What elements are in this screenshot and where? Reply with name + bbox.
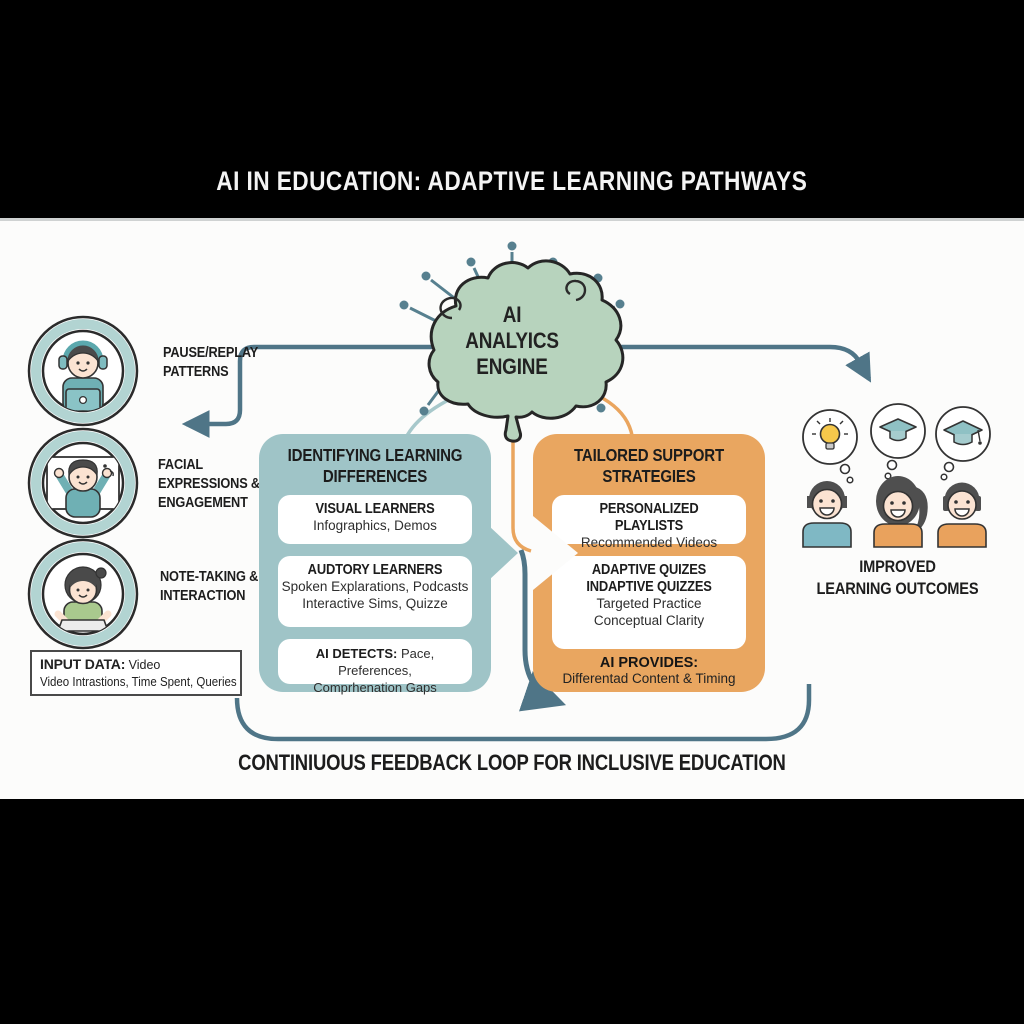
input-label-pause-replay: PAUSE/REPLAY PATTERNS: [163, 345, 258, 380]
page-title: AI IN EDUCATION: ADAPTIVE LEARNING PATHW…: [216, 166, 808, 196]
feedback-loop-caption: CONTINIUOUS FEEDBACK LOOP FOR INCLUSIVE …: [238, 750, 786, 775]
card-ai-detects: AI DETECTS: Pace, Preferences, Comprhena…: [278, 639, 472, 695]
input-label-note-taking: NOTE-TAKING & INTERACTION: [160, 569, 259, 604]
ai-brain-icon: [427, 259, 625, 443]
student-figure: [802, 481, 852, 548]
card-visual-learners: VISUAL LEARNERS Infographics, Demos: [278, 495, 472, 544]
graduation-cap-icon: [935, 406, 991, 481]
input-data-detail: Video Intrastions, Time Spent, Queries: [40, 675, 237, 689]
input-data-box: INPUT DATA: Video Video Intrastions, Tim…: [30, 650, 242, 696]
box-connector-notch: [489, 516, 578, 590]
card-personalized-playlists: PERSONALIZED PLAYLISTS Recommended Video…: [552, 495, 746, 550]
student-headphones-icon: [27, 315, 139, 427]
lightbulb-icon: [802, 409, 858, 484]
arrow-boxes-to-feedback: [518, 549, 567, 712]
outcomes-label: IMPROVED LEARNING OUTCOMES: [816, 557, 979, 598]
card-auditory-learners: AUDTORY LEARNERS Spoken Explarations, Po…: [278, 556, 472, 627]
arrow-engine-to-inputs: [181, 344, 432, 438]
ai-provides-text: AI PROVIDES: Differentad Content & Timin…: [562, 655, 736, 686]
input-label-facial-expressions: FACIAL EXPRESSIONS & ENGAGEMENT: [158, 457, 260, 511]
engine-label: AI ANALYICS ENGINE: [465, 302, 559, 379]
feedback-loop-line: [234, 684, 812, 742]
card-adaptive-quizzes: ADAPTIVE QUIZES INDAPTIVE QUIZZES Target…: [552, 556, 746, 649]
student-notetaking-icon: [27, 538, 139, 650]
student-webcam-icon: [27, 427, 139, 539]
input-data-heading-suffix: Video: [125, 658, 161, 672]
graduation-cap-icon: [870, 403, 926, 480]
student-figure: [937, 482, 987, 548]
input-data-heading: INPUT DATA:: [40, 656, 126, 672]
arrow-engine-to-outcomes: [592, 344, 872, 383]
student-figure: [873, 476, 928, 548]
